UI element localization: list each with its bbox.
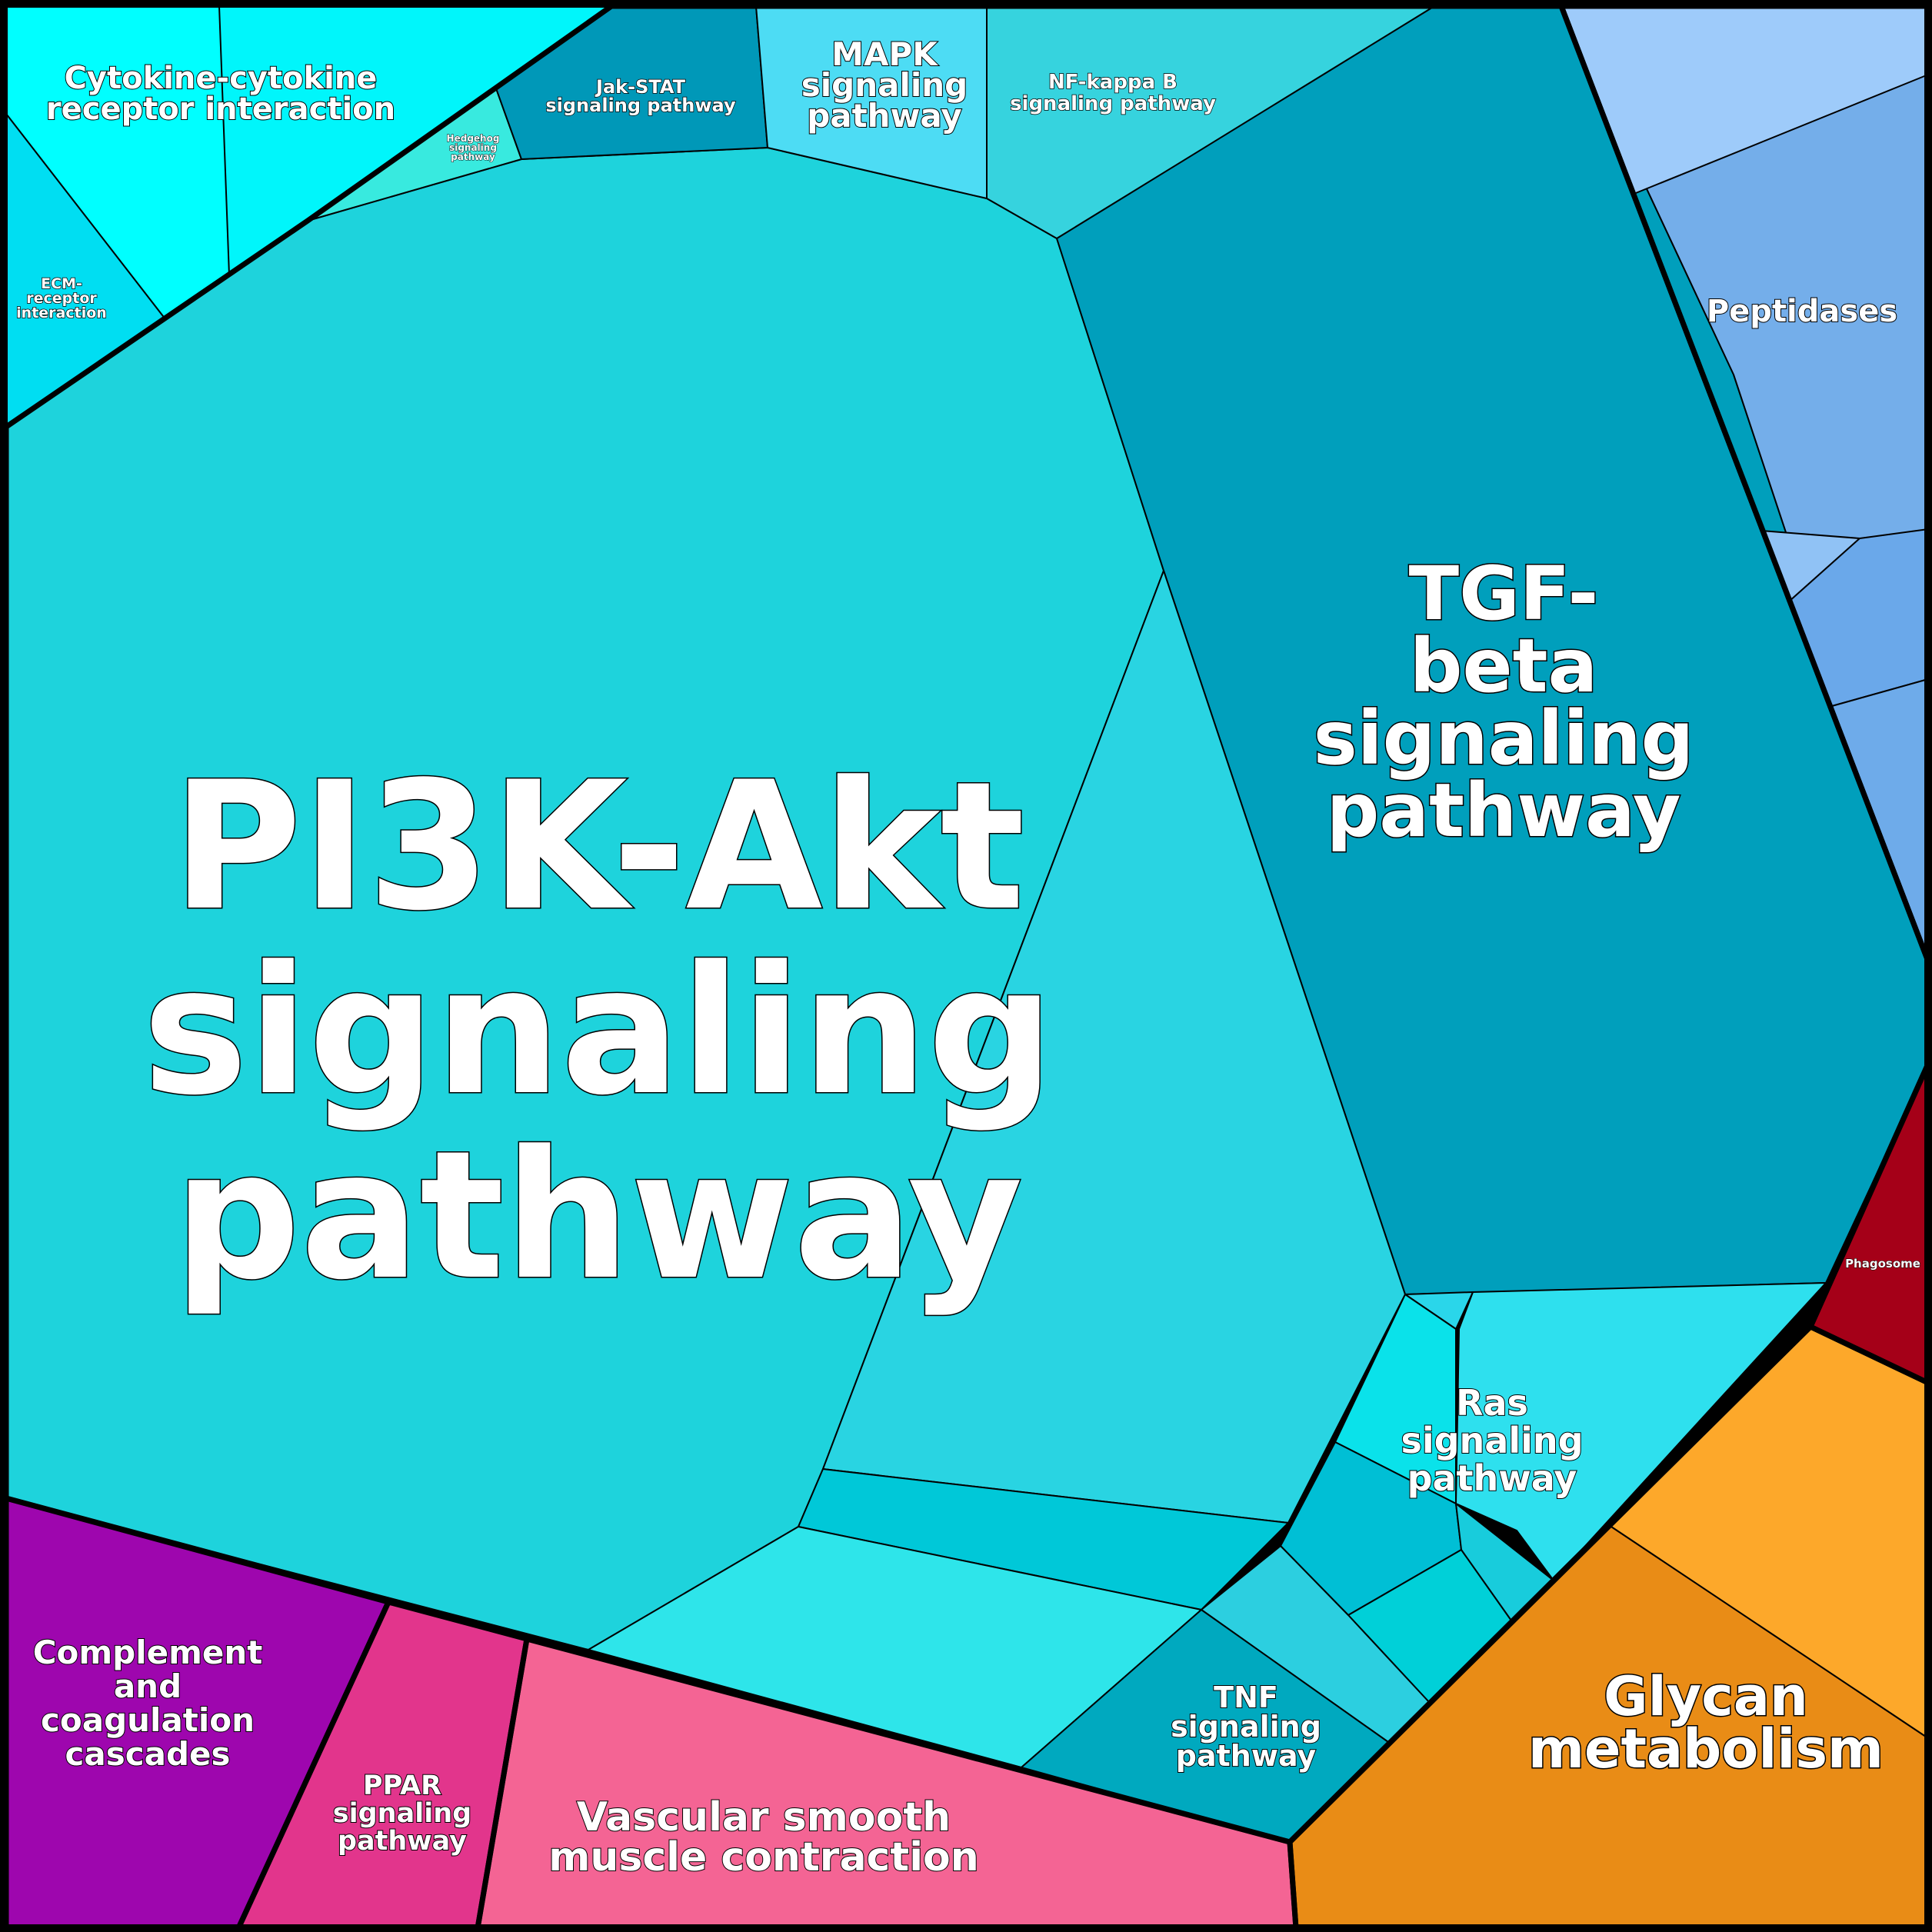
label-phagosome: Phagosome	[1845, 1257, 1920, 1271]
cell-ras	[1455, 1282, 1827, 1581]
label-peptidases: Peptidases	[1707, 294, 1897, 329]
